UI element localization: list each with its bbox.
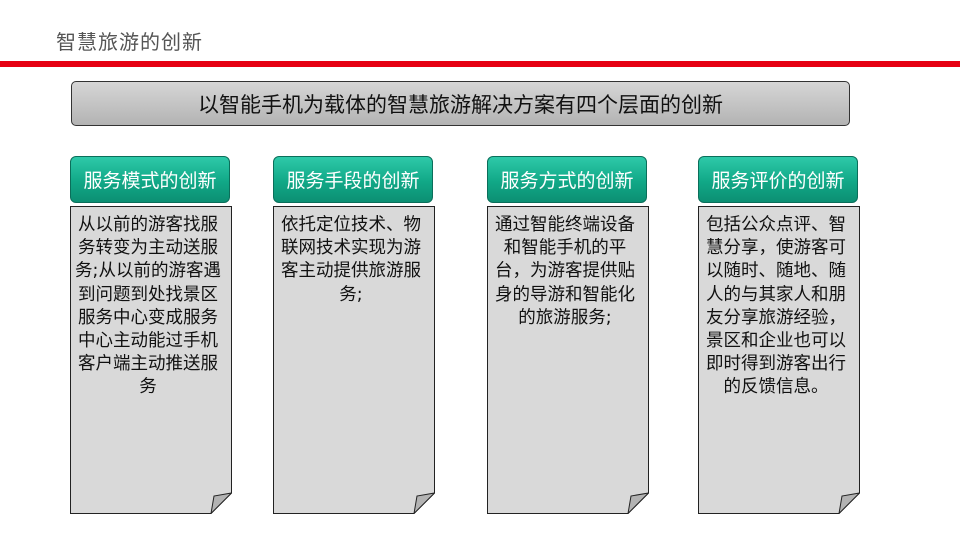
folded-paper-shape — [698, 206, 860, 514]
note-card: 从以前的游客找服务转变为主动送服务;从以前的游客遇到问题到处找景区服务中心变成服… — [70, 206, 232, 514]
folded-paper-shape — [273, 206, 435, 514]
column-description: 包括公众点评、智慧分享，使游客可以随时、随地、随人的与其家人和朋友分享旅游经验，… — [706, 215, 846, 398]
column-heading: 服务评价的创新 — [698, 156, 858, 203]
column-description: 依托定位技术、物联网技术实现为游客主动提供旅游服务; — [281, 215, 421, 305]
note-card: 通过智能终端设备和智能手机的平台，为游客提供贴身的导游和智能化的旅游服务; — [487, 206, 649, 514]
column-description: 通过智能终端设备和智能手机的平台，为游客提供贴身的导游和智能化的旅游服务; — [495, 215, 635, 328]
folded-paper-shape — [487, 206, 649, 514]
folded-paper-shape — [70, 206, 232, 514]
slide-title: 智慧旅游的创新 — [56, 30, 203, 54]
column-heading: 服务方式的创新 — [487, 156, 647, 203]
note-card: 依托定位技术、物联网技术实现为游客主动提供旅游服务; — [273, 206, 435, 514]
note-card: 包括公众点评、智慧分享，使游客可以随时、随地、随人的与其家人和朋友分享旅游经验，… — [698, 206, 860, 514]
title-divider — [0, 61, 960, 67]
summary-banner: 以智能手机为载体的智慧旅游解决方案有四个层面的创新 — [71, 81, 850, 126]
column-description: 从以前的游客找服务转变为主动送服务;从以前的游客遇到问题到处找景区服务中心变成服… — [75, 215, 221, 398]
column-heading: 服务模式的创新 — [70, 156, 230, 203]
column-heading: 服务手段的创新 — [273, 156, 433, 203]
